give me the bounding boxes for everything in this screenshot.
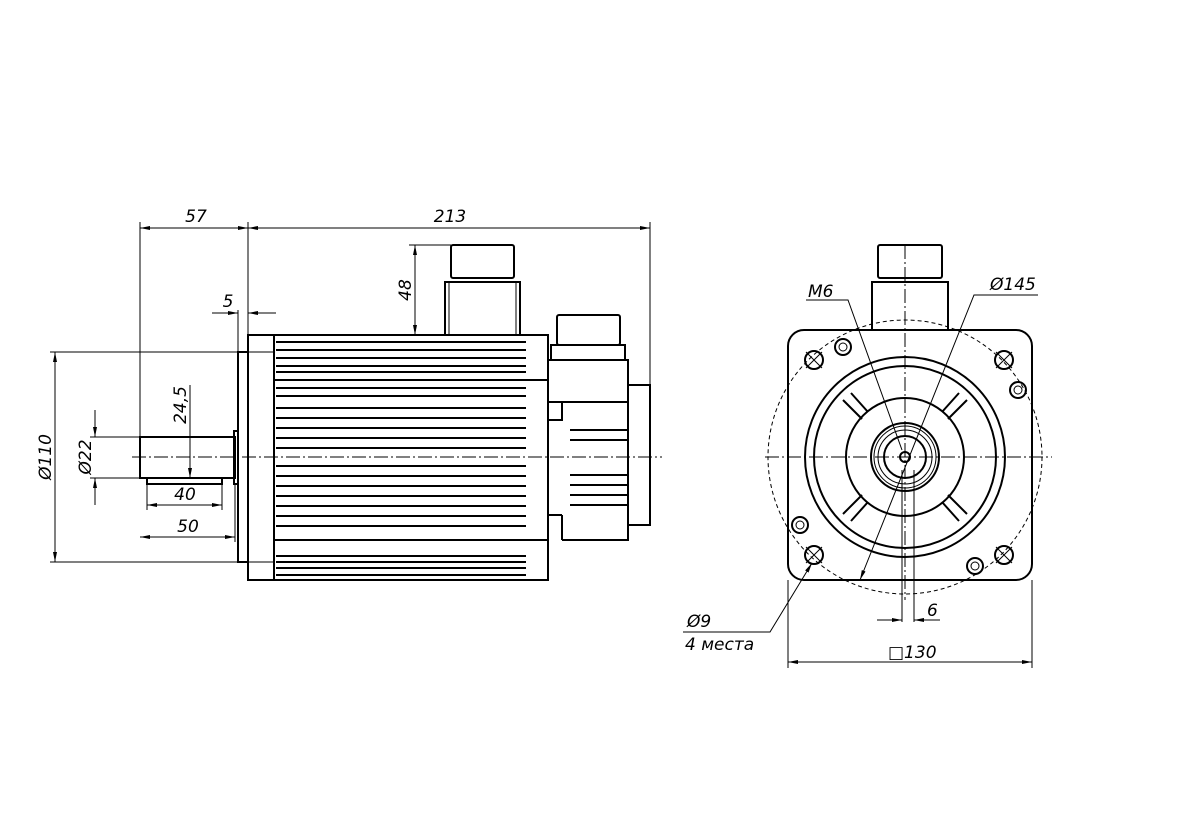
cooling-fins (276, 341, 526, 576)
rear-cover (627, 384, 651, 526)
bolt-circle-label: Ø145 (989, 275, 1036, 295)
hole-count-label: 4 места (685, 635, 754, 655)
dim-40: 40 (174, 485, 196, 505)
side-view: 57 213 48 5 Ø110 Ø22 24,5 40 50 (36, 207, 662, 581)
thread-label: M6 (808, 282, 834, 302)
front-connector-cap (877, 244, 943, 279)
rear-connector (550, 344, 626, 361)
rear-housing (547, 359, 629, 403)
flange-square-label: □130 (888, 643, 937, 663)
dim-57: 57 (185, 207, 207, 227)
dim-shaft-diameter: Ø22 (76, 439, 96, 475)
spokes (842, 392, 968, 522)
dim-5: 5 (223, 292, 234, 312)
shaft-key (146, 477, 223, 485)
hole-label: Ø9 (686, 612, 711, 632)
front-connector (871, 281, 949, 331)
threaded-holes (791, 338, 1027, 575)
rear-connector-cap (556, 314, 621, 346)
dim-50: 50 (177, 517, 199, 537)
dim-key-height: 24,5 (171, 386, 191, 424)
front-view: M6 Ø145 Ø9 4 места 6 □130 (683, 244, 1052, 668)
top-connector (444, 281, 521, 336)
dim-48: 48 (396, 279, 416, 301)
square-flange (787, 329, 1033, 581)
mounting-holes (804, 350, 1014, 565)
dim-213: 213 (434, 207, 466, 227)
top-connector-cap (450, 244, 515, 279)
key-width-label: 6 (927, 601, 938, 621)
dim-pilot-diameter: Ø110 (36, 434, 56, 481)
